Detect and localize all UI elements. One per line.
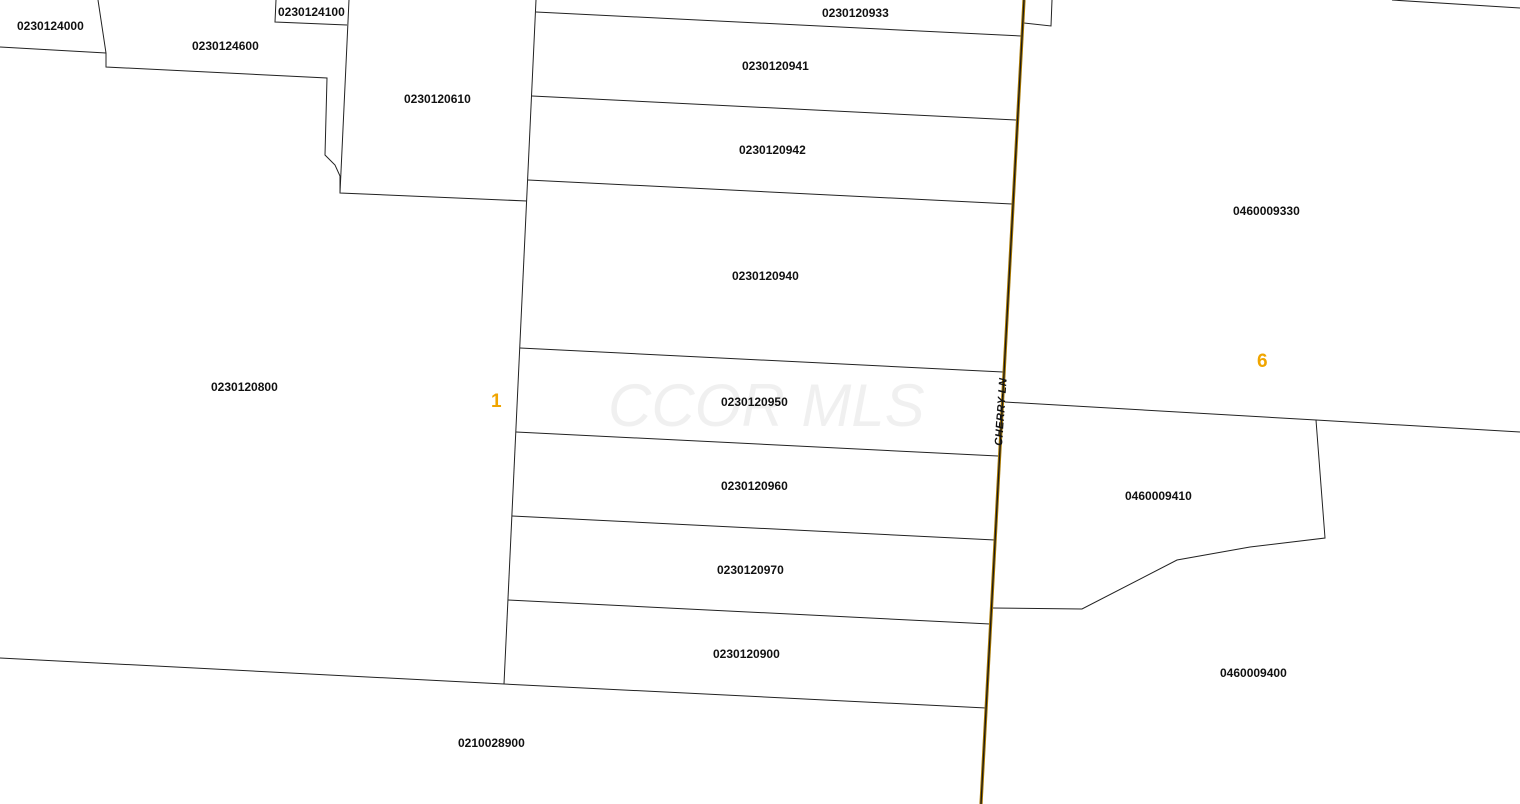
parcel-boundary [339, 0, 350, 194]
parcel-boundary [991, 419, 1326, 610]
road-centerline [980, 0, 1025, 804]
road-label: CHERRY-LN [993, 377, 1010, 446]
parcel-label[interactable]: 0230120960 [721, 479, 788, 493]
parcel-boundary [527, 179, 1013, 205]
parcel-boundary [0, 657, 987, 709]
parcel-label[interactable]: 0230124600 [192, 39, 259, 53]
district-number-1: 1 [491, 391, 502, 412]
parcel-label[interactable]: 0460009400 [1220, 666, 1287, 680]
watermark: CCOR MLS [608, 372, 925, 439]
parcel-label[interactable]: 0210028900 [458, 736, 525, 750]
parcel-boundary [1004, 401, 1520, 433]
road-cherry-ln[interactable] [979, 0, 1026, 804]
parcel-label[interactable]: 0230124000 [17, 19, 84, 33]
parcel-label[interactable]: 0230124100 [278, 5, 345, 19]
parcel-boundary [531, 95, 1017, 121]
parcel-boundary [503, 0, 537, 685]
district-number-6: 6 [1257, 351, 1268, 372]
parcel-label[interactable]: 0230120610 [404, 92, 471, 106]
parcel-labels: 0230124000 0230124100 0230124600 0230120… [17, 5, 1300, 750]
parcel-label[interactable]: 0230120942 [739, 143, 806, 157]
parcel-boundary [0, 46, 107, 54]
parcel-boundary [507, 599, 991, 625]
parcel-label[interactable]: 0230120970 [717, 563, 784, 577]
parcel-boundary [519, 347, 1004, 373]
parcel-label[interactable]: 0230120940 [732, 269, 799, 283]
parcel-label[interactable]: 0230120950 [721, 395, 788, 409]
parcel-label[interactable]: 0230120941 [742, 59, 809, 73]
parcel-boundaries [0, 0, 1520, 709]
parcel-boundary [1391, 0, 1520, 9]
parcel-label[interactable]: 0460009410 [1125, 489, 1192, 503]
parcel-boundary [511, 515, 996, 541]
parcel-boundary [1023, 0, 1053, 27]
parcel-label[interactable]: 0460009330 [1233, 204, 1300, 218]
parcel-label[interactable]: 0230120900 [713, 647, 780, 661]
parcel-label[interactable]: 0230120800 [211, 380, 278, 394]
parcel-boundary [515, 431, 999, 457]
parcel-boundary [535, 11, 1022, 37]
parcel-boundary [274, 0, 348, 26]
parcel-label[interactable]: 0230120933 [822, 6, 889, 20]
